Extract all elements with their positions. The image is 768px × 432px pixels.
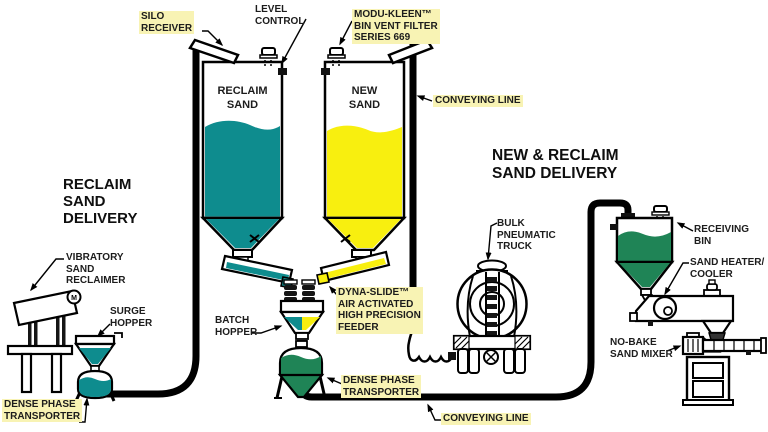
transporter-sand [281,354,321,374]
surge-hopper [73,332,123,372]
callout-surge-hopper: SURGE HOPPER [110,306,153,329]
batch-new-sand [302,317,320,330]
vibratory-sand-reclaimer: M [6,289,82,394]
reclaim-silo-contents-label: RECLAIM SAND [217,85,268,112]
callout-receiving-bin: RECEIVING BIN [694,224,750,247]
silo-receiver-duct [387,38,434,65]
reclaim-sand-fill [205,120,280,217]
callout-bulk-pneumatic-truck: BULK PNEUMATIC TRUCK [497,218,556,253]
feeder-sand [324,258,386,279]
sand-heater-cooler [629,279,735,335]
leader-conveying-top [416,95,433,102]
new-sand-fill [327,125,402,217]
batch-hopper [278,279,326,348]
springs [28,314,66,346]
cone-valve [340,234,351,243]
bin-vent-filter-device [327,47,346,67]
callout-no-bake-mixer: NO-BAKE SAND MIXER [610,337,673,360]
leader-silo-receiver [202,30,224,47]
callout-sand-heater-cooler: SAND HEATER/ COOLER [690,257,765,280]
callout-silo-receiver: SILO RECEIVER [139,11,195,35]
receiving-bin [610,205,675,303]
leader-vibratory [30,258,64,292]
no-bake-sand-mixer [681,332,767,406]
leader-batch [251,325,283,334]
leader-bin-vent-filter [339,20,353,46]
callout-conveying-line-bottom: CONVEYING LINE [441,413,531,425]
leader-lines [30,18,694,423]
callout-dense-phase-left: DENSE PHASE TRANSPORTER [2,399,83,423]
callout-dense-phase-center: DENSE PHASE TRANSPORTER [341,375,422,399]
bin-inlet-flange [621,213,635,218]
new-silo-contents-label: NEW SAND [348,85,381,112]
leader-dense-center [326,377,343,385]
reclaim-sand-cone-fill [206,219,279,248]
heading-reclaim-sand-delivery: RECLAIM SAND DELIVERY [63,176,138,227]
truck-hose [407,323,454,363]
leader-no-bake [666,345,682,352]
dyna-slide-feeder-reclaim [220,254,294,289]
leader-receiving-bin [676,222,694,232]
bin-cone-sand [619,263,670,287]
dense-phase-transporter-center [274,340,330,399]
callout-level-control: LEVEL CONTROL [255,4,305,27]
bulk-pneumatic-truck [452,259,532,374]
leader-sand-heater [664,262,689,296]
level-sensor [278,68,287,75]
dense-phase-transporter-left [74,369,116,402]
transporter-cone [277,373,325,399]
callout-conveying-line-top: CONVEYING LINE [433,95,523,107]
batch-reclaim-sand [284,317,302,330]
callout-dyna-slide-feeder: DYNA-SLIDE™ AIR ACTIVATED HIGH PRECISION… [336,287,423,334]
ladder-rungs [487,277,497,336]
transporter-sand [79,377,111,397]
heading-new-reclaim-sand-delivery: NEW & RECLAIM SAND DELIVERY [492,147,619,182]
dyna-slide-feeder-new [316,250,391,285]
level-sensor [610,224,618,230]
motor-letter: M [71,295,77,302]
feeder-outlet [316,272,330,285]
feeder-sand [226,262,289,281]
new-sand-cone-fill [328,219,401,248]
level-control-device [259,47,278,67]
level-sensor [321,68,330,75]
callout-batch-hopper: BATCH HOPPER [215,315,258,338]
cone-valve [249,234,260,243]
leader-conveying-bottom [427,403,442,421]
leader-surge [96,323,111,338]
truck-hose-port [448,352,456,360]
leader-dyna-slide [329,285,338,296]
callout-bin-vent-filter: MODU-KLEEN™ BIN VENT FILTER SERIES 669 [352,9,440,45]
leader-bulk-truck [485,222,498,261]
new-sand-silo [321,38,434,263]
silo-receiver-duct [188,38,240,65]
conveying-line-delivery [298,199,632,401]
callout-vibratory-reclaimer: VIBRATORY SAND RECLAIMER [66,252,126,287]
bin-sand [618,231,671,261]
reclaim-silo [188,38,287,263]
bellows [284,285,315,302]
motor [66,289,82,305]
conveying-line-reclaim [103,42,200,398]
surge-sand [79,348,111,364]
leader-level-control [281,18,307,65]
